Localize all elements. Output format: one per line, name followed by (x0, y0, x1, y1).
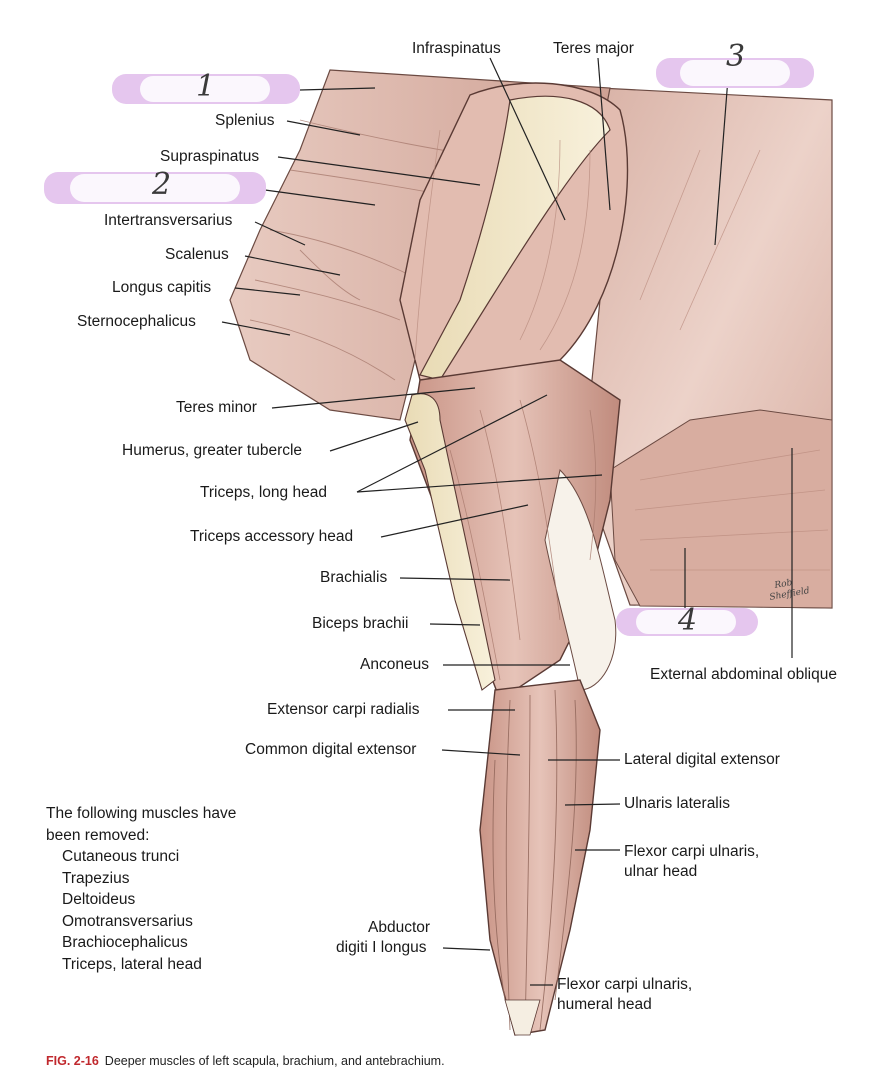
triceps-tendon (544, 468, 617, 691)
hidden-label-2-fill (70, 174, 240, 202)
note-heading-line2: been removed: (46, 826, 150, 844)
label-longus-capitis: Longus capitis (112, 279, 212, 296)
hidden-label-1-fill (140, 76, 270, 102)
handwritten-number-2: 2 (152, 167, 172, 202)
leader-biceps (429, 623, 481, 626)
leader-intertransversarius (254, 221, 306, 246)
leader-2 (264, 189, 376, 206)
leader-1 (299, 87, 376, 91)
leader-sternocephalicus (221, 321, 291, 336)
label-brachialis: Brachialis (320, 569, 388, 586)
leader-triceps-long-a (356, 394, 548, 493)
handwritten-number-3: 3 (726, 39, 746, 74)
label-biceps-brachii: Biceps brachii (312, 615, 409, 632)
note-item: Deltoideus (62, 891, 136, 908)
leader-brachialis (399, 577, 511, 581)
scapular-spine (419, 95, 611, 381)
note-item: Triceps, lateral head (62, 955, 202, 973)
external-abdominal-oblique-muscle (609, 409, 833, 609)
figure-caption: FIG. 2-16 Deeper muscles of left scapula,… (46, 1054, 445, 1068)
leader-triceps-long-b (356, 474, 603, 493)
label-flexor-carpi-ulnaris-ulnar-line1: Flexor carpi ulnaris, (624, 843, 760, 860)
leader-teres-major (597, 57, 611, 211)
leader-humerus (329, 421, 419, 452)
label-extensor-carpi-radialis: Extensor carpi radialis (267, 701, 420, 718)
leader-longus-capitis (234, 287, 301, 296)
removed-muscles-note: The following muscles have been removed:… (46, 803, 236, 975)
label-flexor-carpi-ulnaris-humeral-line2: humeral head (557, 996, 652, 1013)
hidden-label-3-fill (680, 60, 790, 86)
handwritten-number-1: 1 (196, 69, 216, 104)
leader-splenius (286, 120, 361, 136)
label-splenius: Splenius (215, 112, 275, 129)
label-supraspinatus: Supraspinatus (160, 148, 260, 165)
note-item: Cutaneous trunci (62, 848, 180, 865)
leader-supraspinatus (277, 156, 481, 186)
label-infraspinatus: Infraspinatus (412, 40, 501, 57)
label-teres-major: Teres major (553, 40, 634, 57)
leader-ulnaris-lateralis (564, 803, 621, 806)
label-flexor-carpi-ulnaris-humeral-line1: Flexor carpi ulnaris, (557, 976, 693, 993)
label-triceps-long-head: Triceps, long head (200, 484, 327, 501)
label-intertransversarius: Intertransversarius (104, 212, 233, 229)
note-heading-line1: The following muscles have (46, 805, 237, 822)
label-teres-minor: Teres minor (176, 399, 257, 416)
hidden-label-4-fill (636, 610, 736, 634)
leader-3 (714, 77, 729, 246)
label-scalenus: Scalenus (165, 246, 229, 263)
label-humerus-greater-tubercle: Humerus, greater tubercle (122, 442, 303, 459)
leader-teres-minor (271, 387, 476, 409)
paw-tendons (504, 999, 541, 1036)
leader-triceps-accessory (380, 504, 529, 538)
figure-number: FIG. 2-16 (46, 1054, 99, 1068)
leader-scalenus (244, 255, 341, 276)
leader-common-digital-extensor (441, 749, 521, 756)
leader-abductor (442, 947, 491, 951)
label-sternocephalicus: Sternocephalicus (77, 313, 196, 330)
label-ulnaris-lateralis: Ulnaris lateralis (624, 795, 730, 812)
label-flexor-carpi-ulnaris-ulnar-line2: ulnar head (624, 863, 698, 880)
label-external-abdominal-oblique: External abdominal oblique (650, 666, 837, 683)
caption-text: Deeper muscles of left scapula, brachium… (104, 1054, 445, 1068)
handwritten-number-4: 4 (678, 603, 698, 638)
label-common-digital-extensor: Common digital extensor (245, 741, 417, 758)
artist-signature: Rob (773, 578, 794, 591)
label-triceps-accessory-head: Triceps accessory head (190, 528, 354, 545)
note-item: Trapezius (62, 869, 130, 887)
label-lateral-digital-extensor: Lateral digital extensor (624, 751, 780, 768)
label-anconeus: Anconeus (360, 656, 429, 673)
label-abductor-line2: digiti I longus (336, 939, 427, 956)
note-item: Brachiocephalicus (62, 934, 188, 951)
leader-infraspinatus (489, 57, 566, 221)
note-item: Omotransversarius (62, 912, 193, 930)
label-abductor-line1: Abductor (368, 919, 431, 936)
